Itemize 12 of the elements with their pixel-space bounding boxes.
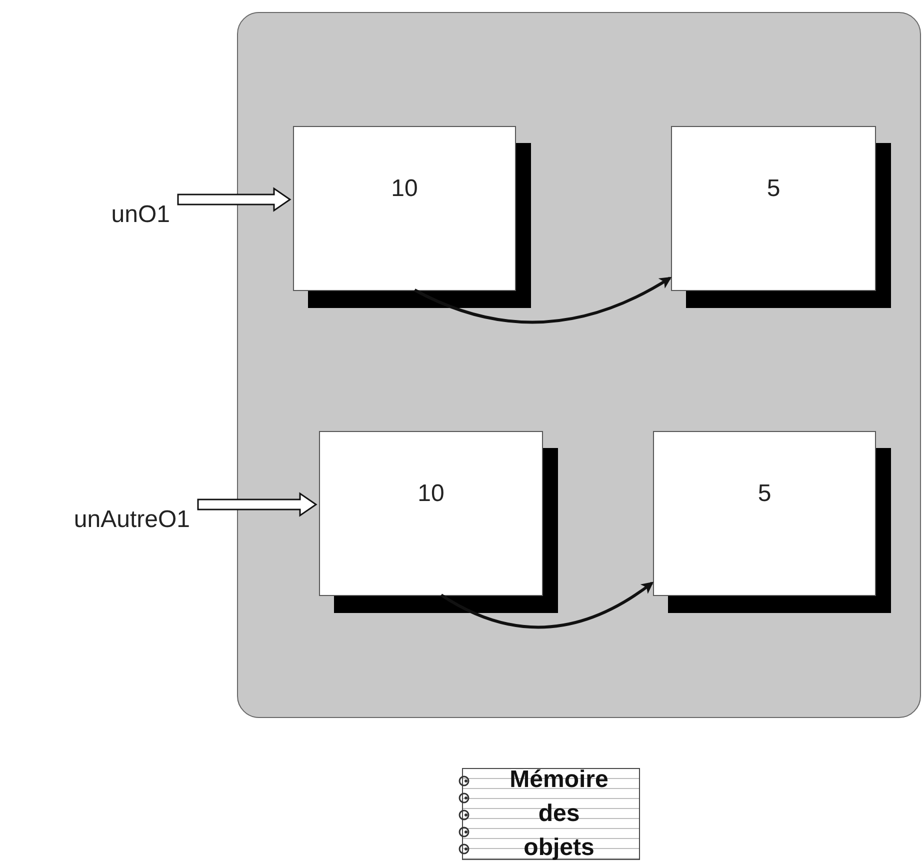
memory-panel — [237, 12, 921, 718]
node-text: 10 — [418, 479, 444, 509]
node-text: 10 — [391, 174, 418, 204]
node-text: 5 — [758, 479, 772, 509]
node-text: unAutreO1 — [74, 505, 190, 535]
curved-arrow — [440, 582, 654, 628]
notebook-label: Mémoire des objets — [508, 765, 610, 863]
hollow-arrow — [197, 492, 318, 517]
curved-arrow — [414, 276, 672, 324]
hollow-arrow — [177, 187, 292, 212]
node-text: 5 — [766, 174, 780, 204]
node-text: unO1 — [111, 200, 170, 230]
